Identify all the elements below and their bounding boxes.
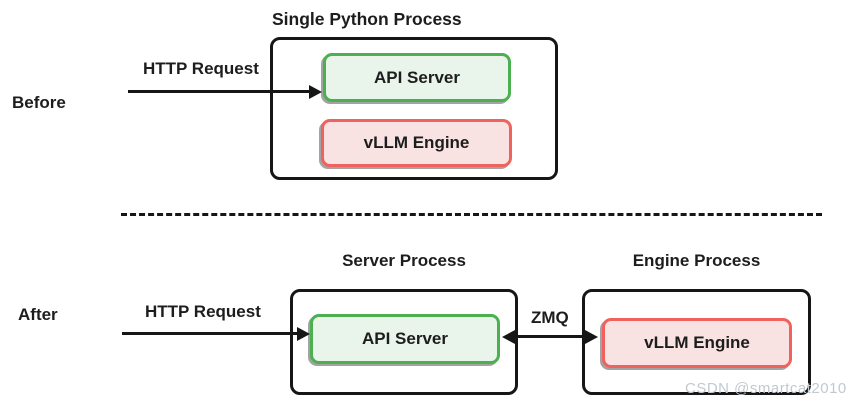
zmq-label: ZMQ — [531, 308, 569, 327]
watermark: CSDN @smartcat2010 — [685, 380, 847, 397]
before-row-label: Before — [12, 93, 66, 112]
vllm-engine-label: vLLM Engine — [644, 333, 750, 352]
vllm-engine-box: vLLM Engine — [602, 318, 792, 368]
vllm-engine-label: vLLM Engine — [363, 133, 470, 152]
engine-process-title: Engine Process — [632, 251, 761, 270]
single-python-process-title: Single Python Process — [272, 9, 462, 29]
vllm-engine-box: vLLM Engine — [321, 119, 512, 167]
arrow-line — [512, 335, 588, 338]
arrowhead-right-icon — [297, 326, 310, 341]
arrow-line — [122, 332, 300, 335]
api-server-label: API Server — [374, 67, 460, 87]
arrowhead-right-icon — [309, 84, 322, 99]
server-process-title: Server Process — [342, 251, 466, 270]
arrow-line — [128, 90, 312, 93]
arrowhead-left-icon — [502, 329, 515, 344]
api-server-box: API Server — [310, 314, 500, 364]
arrowhead-right-icon — [585, 329, 598, 344]
api-server-label: API Server — [362, 329, 448, 348]
after-http-request-label: HTTP Request — [145, 302, 261, 321]
before-after-divider — [121, 213, 822, 216]
before-http-request-label: HTTP Request — [143, 59, 259, 78]
after-row-label: After — [18, 305, 58, 324]
api-server-box: API Server — [323, 53, 511, 102]
